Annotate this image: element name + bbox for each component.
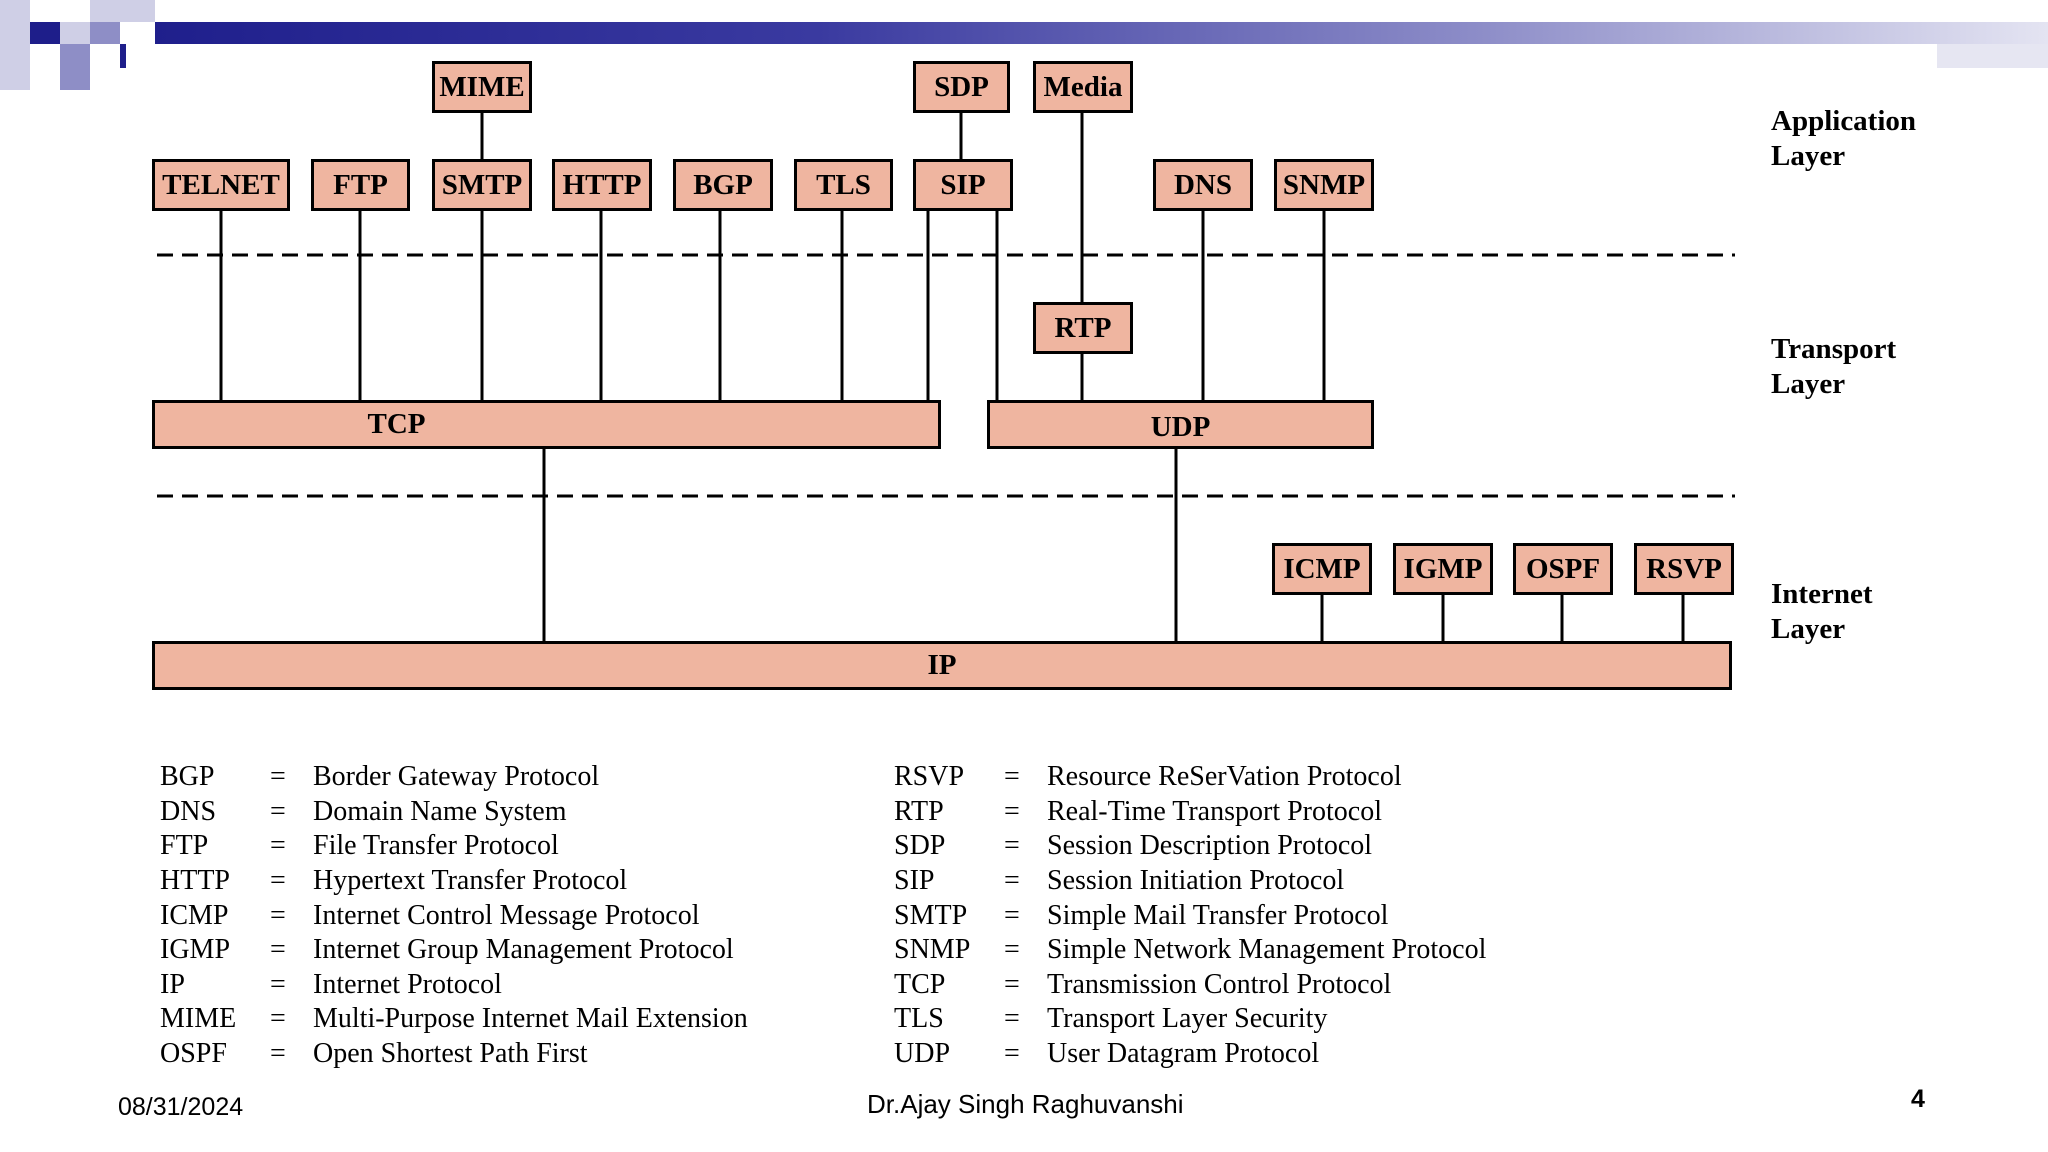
legend-meaning: Open Shortest Path First [313, 1038, 588, 1069]
legend-meaning: User Datagram Protocol [1047, 1038, 1320, 1069]
legend-meaning: Simple Network Management Protocol [1047, 934, 1487, 965]
legend-meaning: Internet Group Management Protocol [313, 934, 734, 965]
legend-separator: = [270, 830, 286, 861]
legend-separator: = [1004, 830, 1020, 861]
legend-separator: = [270, 900, 286, 931]
layer-label-internet: Internet Layer [1771, 577, 1872, 647]
legend-meaning: Simple Mail Transfer Protocol [1047, 900, 1389, 931]
legend-meaning: Hypertext Transfer Protocol [313, 865, 628, 896]
legend-abbr: BGP [160, 761, 215, 792]
footer-page-number: 4 [1911, 1085, 1925, 1113]
legend-meaning: Multi-Purpose Internet Mail Extension [313, 1003, 748, 1034]
legend-meaning: File Transfer Protocol [313, 830, 559, 861]
protocol-box-smtp: SMTP [432, 159, 532, 211]
legend-separator: = [1004, 934, 1020, 965]
header-square-dark [120, 44, 126, 68]
protocol-box-rsvp: RSVP [1634, 543, 1734, 595]
legend-meaning: Session Description Protocol [1047, 830, 1373, 861]
layer-label-line: Layer [1771, 368, 1846, 400]
layer-label-transport: Transport Layer [1771, 332, 1896, 402]
legend-meaning: Transmission Control Protocol [1047, 969, 1392, 1000]
header-gradient-bar [155, 22, 2048, 44]
layer-label-line: Transport [1771, 333, 1897, 365]
legend-abbr: SIP [894, 865, 935, 896]
protocol-box-bgp: BGP [673, 159, 773, 211]
layer-label-line: Layer [1771, 613, 1846, 645]
legend-abbr: TCP [894, 969, 946, 1000]
header-square-mid [60, 68, 90, 90]
protocol-box-ip: IP [152, 641, 1732, 690]
protocol-box-ftp: FTP [311, 159, 410, 211]
legend-meaning: Real-Time Transport Protocol [1047, 796, 1382, 827]
header-square-mid [90, 22, 120, 44]
legend-abbr: ICMP [160, 900, 229, 931]
legend-abbr: SMTP [894, 900, 968, 931]
header-square-dark [30, 22, 60, 44]
legend-separator: = [1004, 1038, 1020, 1069]
protocol-box-telnet: TELNET [152, 159, 290, 211]
protocol-box-snmp: SNMP [1274, 159, 1374, 211]
protocol-box-tcp: TCP [152, 400, 941, 449]
layer-label-line: Layer [1771, 140, 1846, 172]
legend-meaning: Internet Protocol [313, 969, 502, 1000]
protocol-box-tls: TLS [794, 159, 893, 211]
legend-abbr: RSVP [894, 761, 965, 792]
legend-separator: = [1004, 969, 1020, 1000]
legend-separator: = [1004, 761, 1020, 792]
legend-separator: = [1004, 796, 1020, 827]
layer-label-line: Internet [1771, 578, 1873, 610]
protocol-box-rtp: RTP [1033, 302, 1133, 354]
legend-meaning: Transport Layer Security [1047, 1003, 1328, 1034]
legend-abbr: IP [160, 969, 185, 1000]
legend-meaning: Domain Name System [313, 796, 567, 827]
footer-author: Dr.Ajay Singh Raghuvanshi [867, 1089, 1184, 1119]
protocol-box-mime: MIME [432, 61, 532, 113]
legend-abbr: MIME [160, 1003, 237, 1034]
legend-abbr: HTTP [160, 865, 230, 896]
protocol-box-media: Media [1033, 61, 1133, 113]
legend-separator: = [270, 796, 286, 827]
legend-abbr: RTP [894, 796, 944, 827]
protocol-box-ospf: OSPF [1513, 543, 1613, 595]
legend-separator: = [1004, 1003, 1020, 1034]
legend-separator: = [270, 865, 286, 896]
legend-abbr: DNS [160, 796, 217, 827]
layer-label-application: Application Layer [1771, 104, 1916, 174]
legend-separator: = [1004, 865, 1020, 896]
legend-abbr: UDP [894, 1038, 951, 1069]
legend-meaning: Resource ReSerVation Protocol [1047, 761, 1402, 792]
layer-label-line: Application [1771, 105, 1917, 137]
protocol-box-http: HTTP [552, 159, 652, 211]
footer-date: 08/31/2024 [118, 1093, 244, 1121]
header-square-light [1937, 44, 2048, 68]
header-square-mid [60, 44, 90, 68]
legend-abbr: SNMP [894, 934, 971, 965]
legend-separator: = [270, 934, 286, 965]
legend-meaning: Internet Control Message Protocol [313, 900, 700, 931]
legend-abbr: IGMP [160, 934, 231, 965]
protocol-box-udp: UDP [987, 400, 1374, 449]
legend-separator: = [270, 1038, 286, 1069]
header-square-light [0, 0, 30, 90]
protocol-box-sdp: SDP [913, 61, 1010, 113]
legend-separator: = [270, 1003, 286, 1034]
legend-meaning: Border Gateway Protocol [313, 761, 600, 792]
protocol-box-icmp: ICMP [1272, 543, 1372, 595]
protocol-box-sip: SIP [913, 159, 1013, 211]
legend-abbr: FTP [160, 830, 209, 861]
legend-separator: = [1004, 900, 1020, 931]
legend-abbr: TLS [894, 1003, 944, 1034]
legend-separator: = [270, 969, 286, 1000]
protocol-box-dns: DNS [1153, 159, 1253, 211]
legend-separator: = [270, 761, 286, 792]
header-square-light [90, 0, 155, 22]
legend-abbr: SDP [894, 830, 946, 861]
legend-meaning: Session Initiation Protocol [1047, 865, 1345, 896]
legend-abbr: OSPF [160, 1038, 227, 1069]
header-square-light [60, 22, 90, 44]
protocol-box-igmp: IGMP [1393, 543, 1493, 595]
